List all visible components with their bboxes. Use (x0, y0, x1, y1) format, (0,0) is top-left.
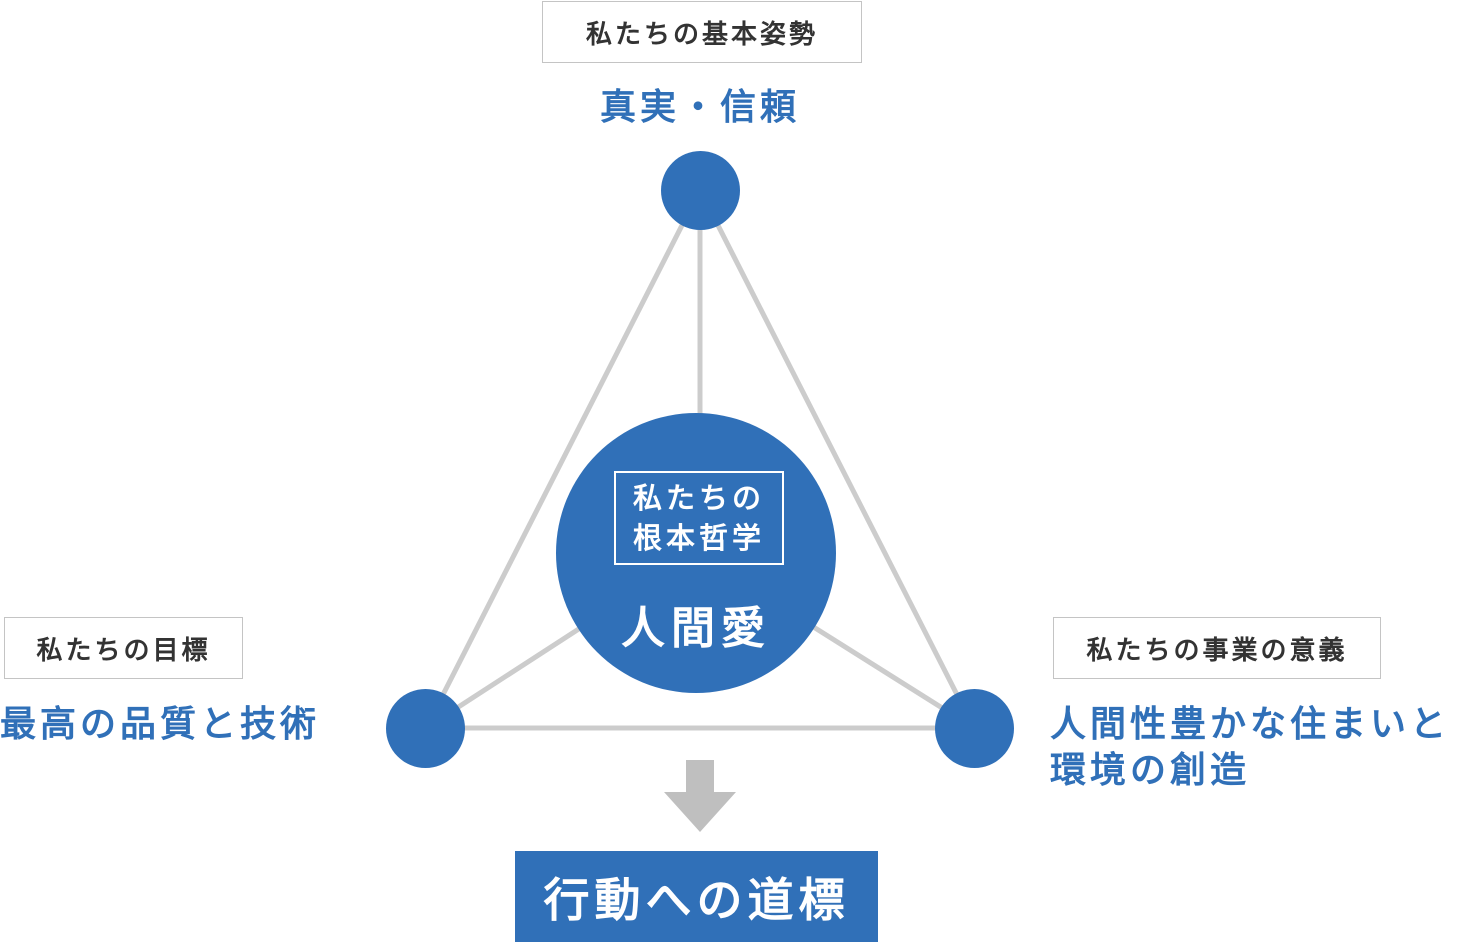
left-tag: 私たちの目標 (4, 617, 243, 679)
top-value: 真実・信頼 (599, 87, 800, 128)
center-tag-line2: 根本哲学 (632, 521, 765, 555)
center-value: 人間愛 (621, 603, 771, 654)
left-node (386, 689, 465, 768)
top-node (661, 151, 740, 230)
result-box: 行動への道標 (515, 851, 878, 942)
center-tag: 私たちの 根本哲学 (614, 471, 784, 565)
right-value-line2: 環境の創造 (1050, 750, 1251, 791)
center-tag-line1: 私たちの (632, 481, 765, 515)
right-tag: 私たちの事業の意義 (1053, 617, 1381, 679)
right-value-line1: 人間性豊かな住まいと (1050, 704, 1451, 745)
edge-top-left (423, 188, 703, 730)
down-arrow-icon (664, 760, 736, 832)
edge-top-right (697, 188, 977, 730)
left-value: 最高の品質と技術 (0, 704, 321, 745)
center-circle (556, 413, 836, 693)
right-node (935, 689, 1014, 768)
top-tag: 私たちの基本姿勢 (542, 1, 862, 63)
